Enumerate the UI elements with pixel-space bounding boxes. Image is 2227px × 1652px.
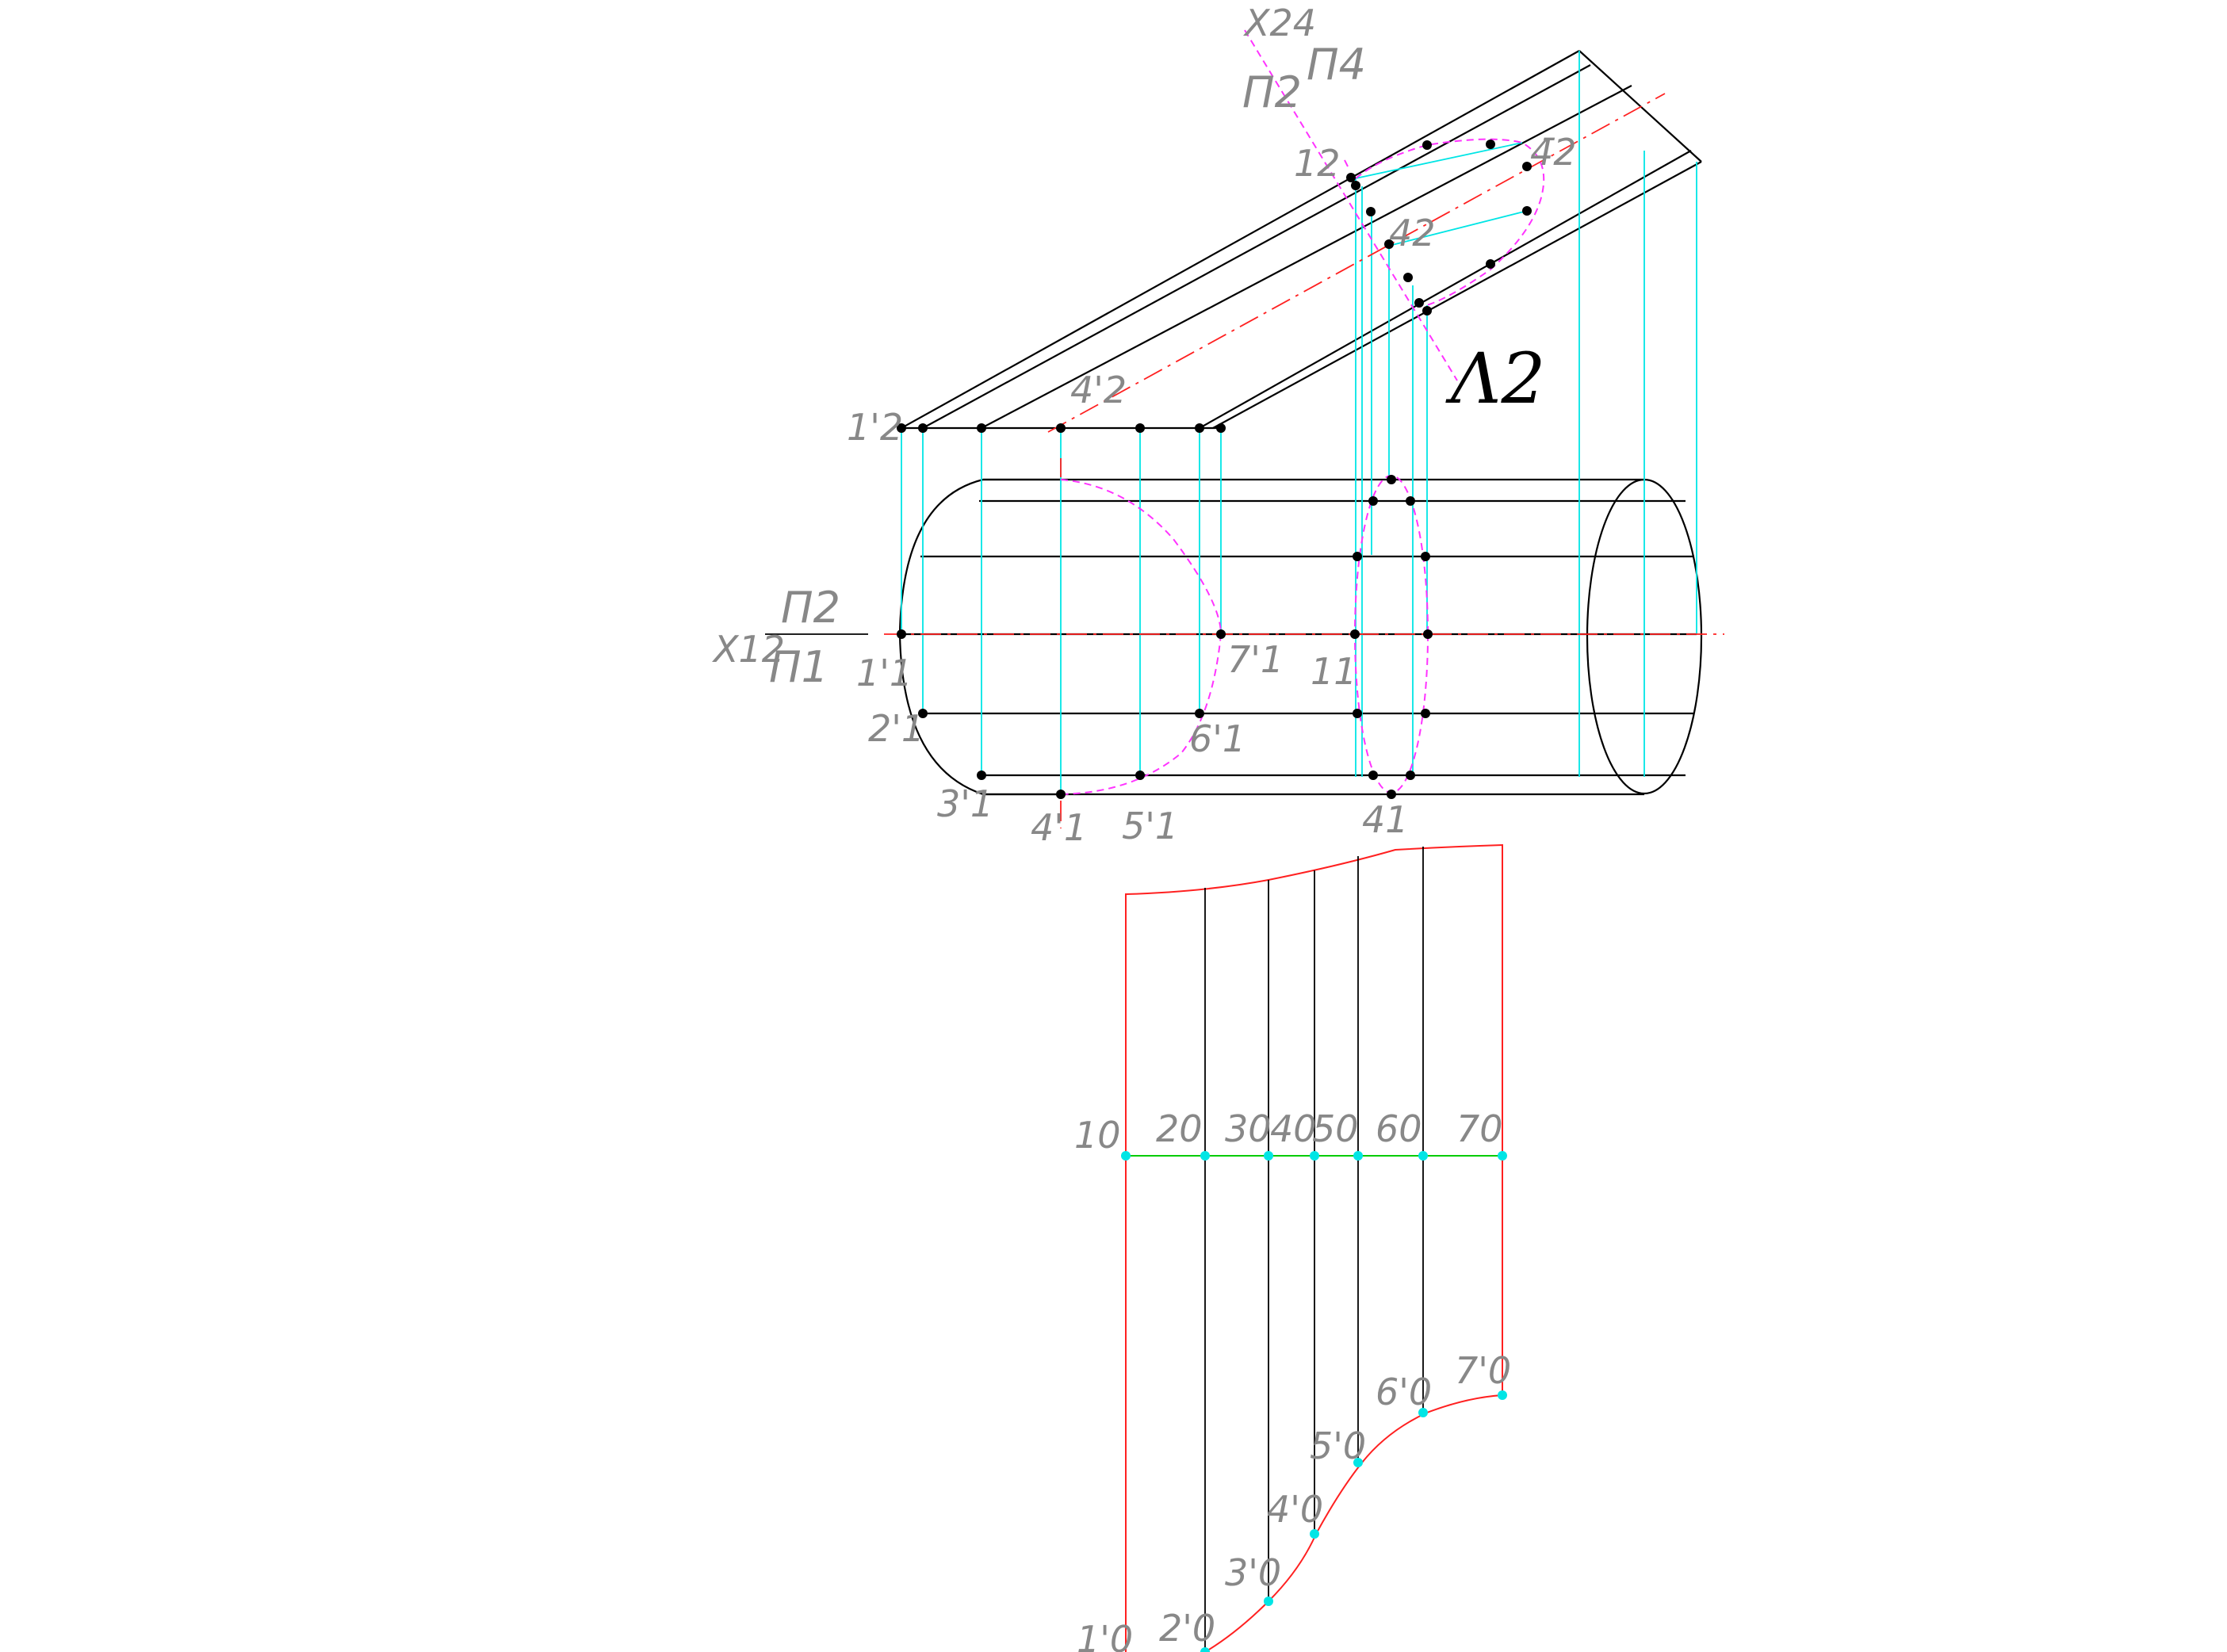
point [977,771,986,780]
point [1403,273,1413,282]
label-x12: X12 [712,628,785,671]
point [1387,790,1396,799]
label-4p2: 4'2 [1070,369,1127,411]
label-1p2: 1'2 [847,406,903,449]
point [1387,475,1396,484]
point [1353,709,1362,718]
label-x24: X24 [1243,2,1316,44]
point [1422,140,1432,150]
point [918,709,928,718]
label-20: 20 [1156,1107,1203,1150]
point [897,423,906,433]
plane-trace-lambda [1244,29,1458,381]
label-6p1: 6'1 [1189,717,1246,760]
prism-edge [981,85,1632,429]
point [1056,423,1066,433]
point [1421,709,1430,718]
point [1368,496,1378,506]
prism-edge [1212,161,1702,429]
dev-outline [1125,843,1503,1652]
point [1406,496,1415,506]
point [1423,629,1433,639]
development [1121,843,1507,1652]
point [1353,552,1362,561]
point [1422,306,1432,315]
label-p4: Π4 [1307,40,1366,90]
axes [884,93,1724,828]
label-p2b: Π2 [1242,67,1302,117]
label-3p1: 3'1 [937,782,993,825]
point [897,629,906,639]
prism-axis [1047,93,1666,433]
point [1195,709,1204,718]
cylinder [898,478,1703,796]
point [1135,771,1145,780]
prism-edge [1199,150,1692,429]
label-4bar2: 4̄2 [1530,131,1577,174]
label-1p0: 1'0 [1077,1618,1133,1652]
label-3p0: 3'0 [1225,1551,1281,1594]
point [1135,423,1145,433]
label-4p0: 4'0 [1267,1488,1323,1531]
point [918,423,928,433]
label-1p1: 1'1 [856,652,913,694]
point [1366,207,1376,216]
point [1486,259,1495,269]
label-5p0: 5'0 [1310,1424,1366,1467]
point [1195,423,1204,433]
point [1351,181,1360,190]
point [1350,629,1360,639]
label-50: 50 [1312,1107,1359,1150]
label-11: 11 [1311,650,1357,693]
label-2p1: 2'1 [868,707,924,750]
dev-points [1121,1151,1507,1652]
point [1384,239,1394,249]
point [977,423,986,433]
point [1368,771,1378,780]
label-42: 42 [1389,212,1436,254]
point [1522,206,1532,216]
point [1346,173,1356,182]
label-41: 41 [1362,798,1409,841]
label-2p0: 2'0 [1159,1607,1215,1650]
point [1216,629,1226,639]
label-70: 70 [1456,1107,1503,1150]
prism-edge [901,50,1580,429]
labels: X12 Π2 Π1 X24 Π2 Π4 Λ2 1'2 4'2 12 42 4̄2… [712,2,1577,1652]
section-curve-oblique [1355,138,1545,306]
dev-curve [1204,1394,1503,1652]
label-4p1: 4'1 [1031,806,1087,849]
label-p1: Π1 [769,642,828,692]
label-5p1: 5'1 [1122,805,1178,847]
point [1406,771,1415,780]
label-lambda: Λ2 [1445,338,1546,419]
plane-trace-x24 [1343,158,1349,167]
label-30: 30 [1225,1107,1272,1150]
points [897,140,1532,799]
point [1522,162,1532,171]
label-12: 12 [1294,142,1341,185]
point [1414,298,1424,308]
label-7p0: 7'0 [1455,1349,1511,1392]
label-10: 10 [1074,1114,1121,1157]
prism-edge [922,64,1591,429]
label-p2: Π2 [781,583,840,633]
point [1216,423,1226,433]
label-60: 60 [1376,1107,1422,1150]
label-7p1: 7'1 [1227,638,1284,681]
point [1056,790,1066,799]
label-6p0: 6'0 [1376,1371,1432,1413]
point [1421,552,1430,561]
point [1486,140,1495,149]
label-40: 40 [1270,1107,1317,1150]
